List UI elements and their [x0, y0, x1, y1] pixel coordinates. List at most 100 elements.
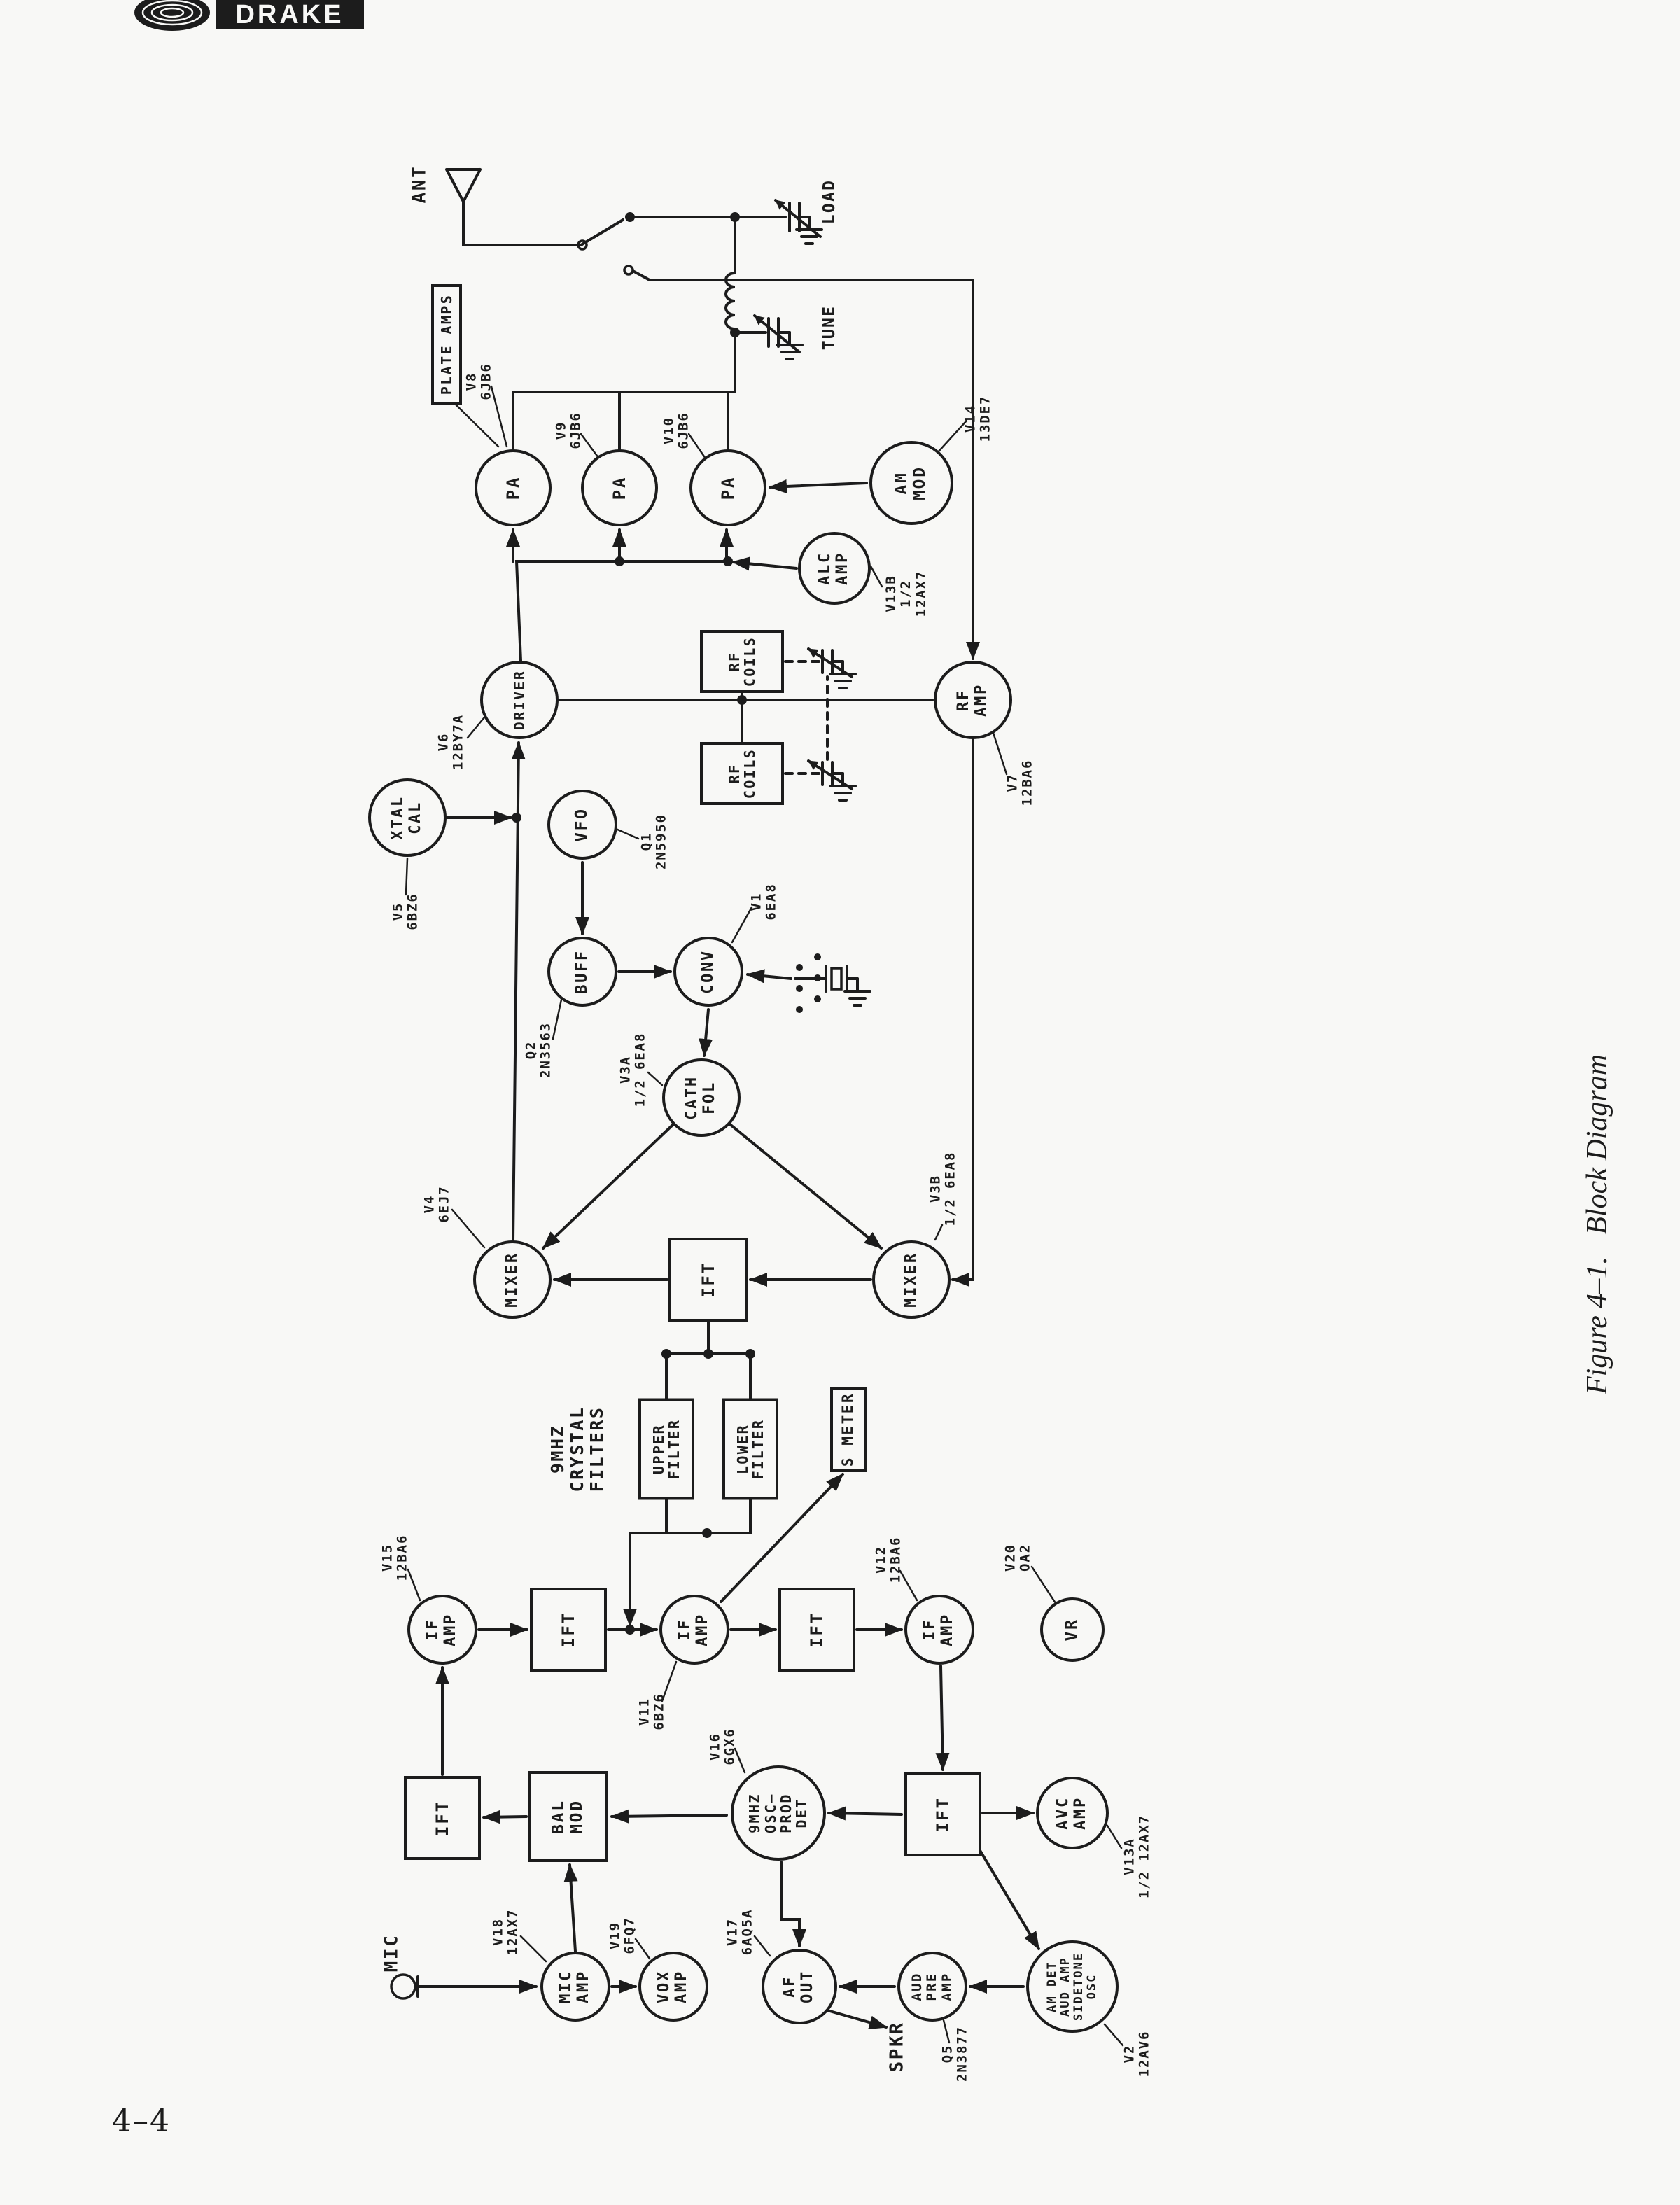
junction-dot — [746, 1349, 755, 1359]
label-v15-text: 12BA6 — [395, 1534, 410, 1581]
mixer-v4-circle-text: MIXER — [503, 1252, 521, 1308]
junction-dot — [723, 556, 733, 566]
pa-v10-circle-text: PA — [718, 475, 738, 500]
ift-box-b-text: IFT — [558, 1611, 578, 1648]
signal-wire — [462, 224, 582, 246]
leader-line — [661, 1660, 678, 1702]
xtal-cal-circle-text: XTAL — [389, 795, 407, 840]
ift-box-c: IFT — [778, 1588, 855, 1672]
xtal-cal-circle-text: CAL — [407, 801, 424, 834]
plate-amps-label-box: PLATE AMPS — [431, 284, 462, 405]
mixer-v3b-circle-text: MIXER — [902, 1252, 920, 1308]
pa-v9-circle: PA — [581, 449, 658, 526]
label-q2-text: 2N3563 — [538, 1021, 554, 1079]
am-mod-circle-text: AM — [892, 471, 911, 495]
if-amp-v12-circle-text: IF — [921, 1618, 939, 1641]
signal-wire — [610, 1809, 728, 1823]
leader-line — [687, 433, 708, 462]
label-v3b-text: V3B — [927, 1174, 944, 1203]
label-v3b-text: 1/2 6EA8 — [943, 1151, 958, 1226]
crystal-selector-dot — [796, 985, 803, 992]
upper-filter-box-text: FILTER — [666, 1418, 682, 1480]
signal-wire — [977, 1847, 1040, 1950]
leader-line — [934, 1224, 944, 1241]
figure-caption: Figure 4–1. Block Diagram — [1581, 1054, 1614, 1394]
label-v20-text: OA2 — [1018, 1543, 1033, 1572]
leader-line — [451, 1208, 486, 1249]
pa-v9-circle-text: PA — [609, 475, 629, 500]
am-det-circle-text: AUD AMP — [1058, 1956, 1072, 2017]
if-amp-v12-circle-text: AMP — [939, 1613, 956, 1646]
ift-box-mixers: IFT — [668, 1238, 748, 1322]
label-q5-text: 2N3877 — [955, 2025, 970, 2082]
ift-box-d: IFT — [904, 1772, 981, 1856]
ground-icon — [829, 772, 857, 802]
leader-line — [450, 399, 500, 448]
upper-filter-box-text: UPPER — [650, 1423, 667, 1475]
s-meter-box: S METER — [830, 1387, 867, 1472]
label-v17-text: V17 — [724, 1917, 741, 1947]
rf-coils-box-2-text: RF — [725, 763, 743, 784]
signal-wire — [514, 560, 729, 662]
label-v16-text: 6GX6 — [722, 1728, 738, 1765]
ift-box-c-text: IFT — [806, 1611, 827, 1648]
label-9mhz-crystal-filters-text: 9MHZ — [547, 1424, 568, 1474]
label-v3a-text: V3A — [617, 1055, 634, 1084]
label-q5-text: Q5 — [939, 2044, 955, 2064]
am-det-circle-text: SIDETONE — [1072, 1952, 1086, 2022]
aud-pre-amp-circle-text: PRE — [924, 1972, 940, 2001]
avc-amp-circle-text: AMP — [1072, 1796, 1089, 1830]
lower-filter-box-text: LOWER — [734, 1423, 751, 1475]
label-v9-text: 6JB6 — [568, 412, 584, 449]
label-9mhz-crystal-filters-text: FILTERS — [587, 1406, 607, 1492]
drake-logo: DRAKE — [134, 0, 364, 31]
mixer-v4-circle: MIXER — [473, 1240, 552, 1319]
vfo-circle-text: VFO — [573, 807, 592, 842]
leader-line — [1030, 1565, 1057, 1604]
label-v11-text: 6BZ6 — [652, 1693, 667, 1730]
label-v19-text: V19 — [607, 1921, 623, 1950]
vfo-circle: VFO — [547, 790, 617, 860]
ift-box-mixers-text: IFT — [698, 1261, 718, 1298]
signal-wire — [732, 556, 798, 571]
signal-wire — [720, 1473, 844, 1603]
junction-dot — [730, 328, 740, 337]
pa-v8-circle: PA — [475, 449, 552, 526]
leader-line — [1106, 1824, 1123, 1849]
label-v11-text: V11 — [636, 1697, 652, 1726]
crystal-selector-dot — [796, 964, 803, 971]
af-out-circle-text: OUT — [799, 1970, 816, 2003]
leader-line — [899, 1569, 918, 1602]
label-v14-text: V14 — [962, 404, 979, 433]
drake-emblem-icon — [134, 0, 210, 31]
signal-wire — [512, 330, 736, 393]
rf-coils-box-2-text: COILS — [741, 748, 758, 799]
signal-wire — [826, 2009, 888, 2030]
diagram-wires — [390, 168, 1124, 2047]
leader-line — [869, 565, 883, 588]
vox-amp-circle-text: VOX — [655, 1970, 673, 2003]
signal-wire — [564, 1863, 578, 1953]
label-v19-text: 6FQ7 — [622, 1917, 638, 1954]
junction-dot — [737, 695, 747, 705]
vr-circle-text: VR — [1063, 1618, 1082, 1642]
